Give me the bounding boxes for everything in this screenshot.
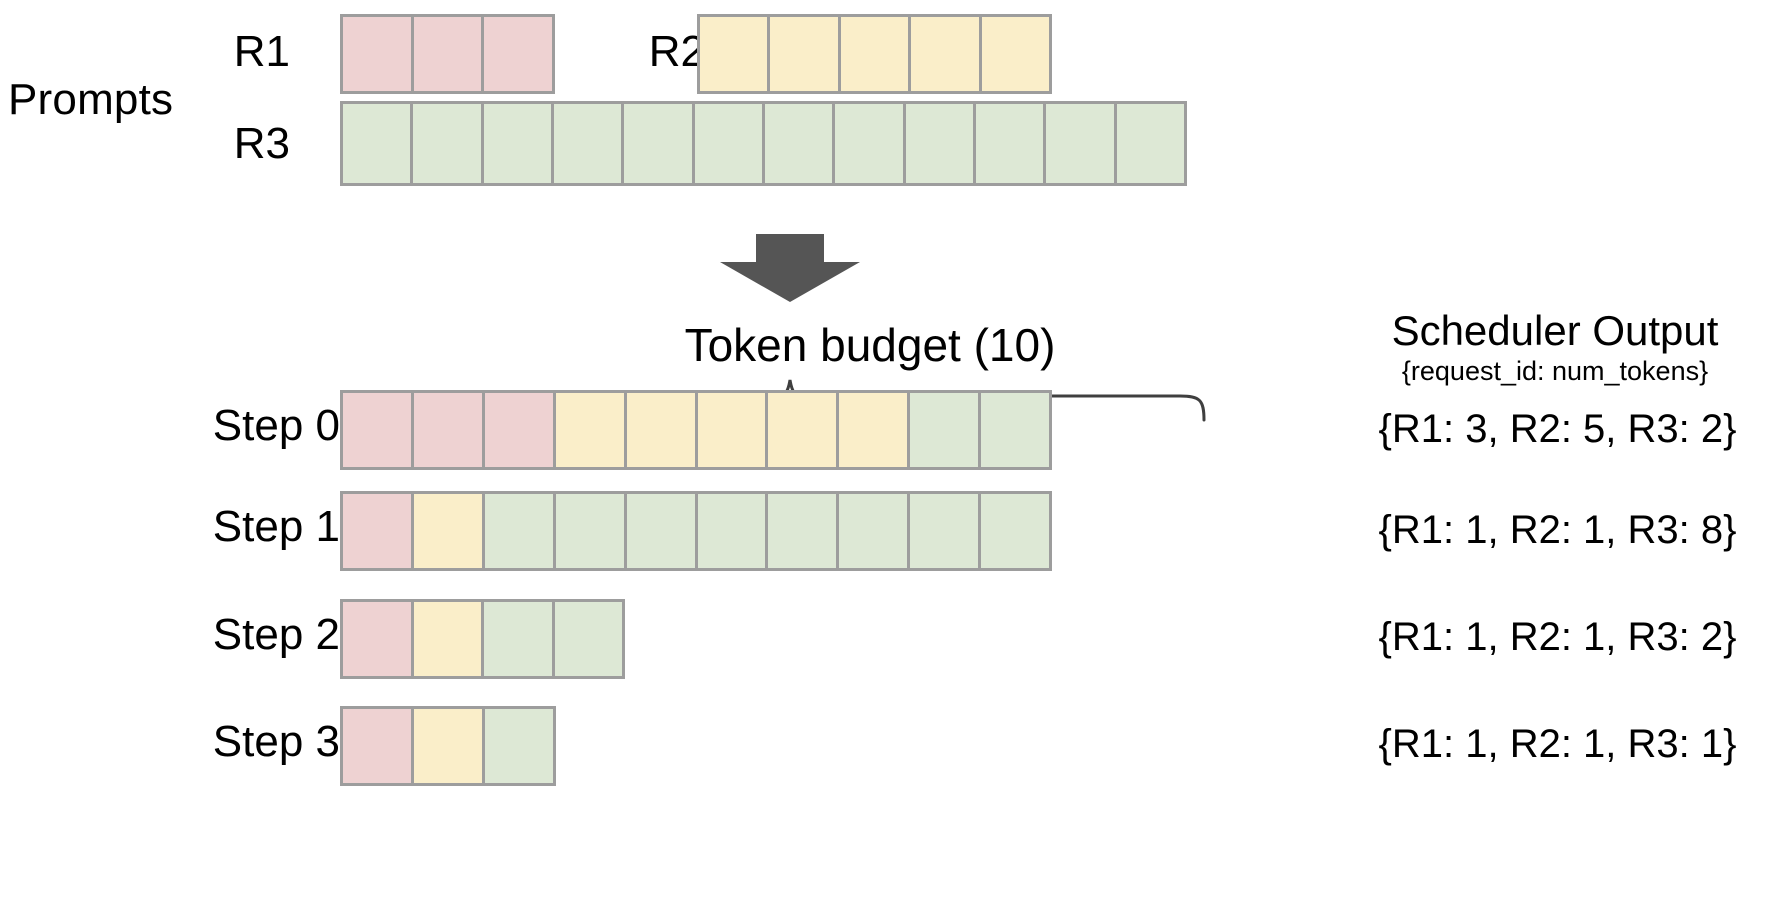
token-cell (981, 17, 1050, 91)
token-cell (975, 104, 1047, 183)
token-cell (835, 104, 906, 183)
token-cell (484, 602, 555, 676)
token-cell (624, 104, 695, 183)
token-cell (413, 494, 485, 568)
step-label-2: Step 2 (212, 610, 340, 659)
token-cell (697, 494, 769, 568)
prompt-strip-r2 (697, 14, 1052, 94)
scheduler-output-line-1: {R1: 1, R2: 1, R3: 8} (1378, 508, 1737, 552)
down-arrow-icon (720, 234, 860, 302)
step-label-0: Step 0 (212, 401, 340, 450)
token-cell (553, 104, 625, 183)
token-cell (626, 393, 698, 467)
prompt-strip-r1 (340, 14, 555, 94)
scheduler-output-title: Scheduler Output (1391, 307, 1719, 354)
token-cell (981, 494, 1050, 568)
token-cell (483, 104, 554, 183)
step-strip-0 (340, 390, 1052, 470)
token-cell (343, 709, 414, 783)
token-cell (343, 104, 414, 183)
prompt-row-label-r3: R3 (233, 119, 290, 168)
token-cell (981, 393, 1050, 467)
prompt-strip-r3 (340, 101, 1187, 186)
scheduler-output-line-2: {R1: 1, R2: 1, R3: 2} (1378, 615, 1737, 659)
token-cell (413, 104, 484, 183)
step-strip-3 (340, 706, 556, 786)
token-cell (910, 393, 982, 467)
token-cell (413, 393, 485, 467)
token-cell (910, 494, 982, 568)
token-cell (484, 17, 553, 91)
step-label-3: Step 3 (212, 717, 340, 766)
token-cell (555, 393, 627, 467)
token-cell (484, 494, 556, 568)
token-cell (554, 602, 622, 676)
token-cell (694, 104, 765, 183)
token-cell (764, 104, 836, 183)
token-cell (484, 393, 556, 467)
token-cell (770, 17, 841, 91)
token-cell (413, 602, 484, 676)
step-strip-2 (340, 599, 625, 679)
flow-arrow (700, 234, 880, 304)
token-cell (839, 393, 911, 467)
token-budget-title: Token budget (10) (684, 319, 1056, 371)
token-cell (343, 494, 414, 568)
token-cell (413, 17, 485, 91)
token-cell (343, 602, 414, 676)
token-cell (626, 494, 698, 568)
token-cell (343, 393, 414, 467)
scheduler-output-line-0: {R1: 3, R2: 5, R3: 2} (1378, 407, 1737, 451)
scheduler-output-line-3: {R1: 1, R2: 1, R3: 1} (1378, 722, 1737, 766)
token-cell (697, 393, 769, 467)
token-cell (414, 709, 485, 783)
token-cell (343, 17, 414, 91)
scheduler-output-subtitle: {request_id: num_tokens} (1401, 356, 1709, 386)
token-cell (700, 17, 771, 91)
token-cell (840, 17, 912, 91)
token-cell (555, 494, 627, 568)
step-label-1: Step 1 (212, 502, 340, 551)
token-cell (911, 17, 982, 91)
token-cell (905, 104, 976, 183)
prompt-row-label-r2: R2 (648, 27, 705, 76)
token-cell (839, 494, 911, 568)
prompt-row-label-r1: R1 (233, 27, 290, 76)
token-cell (1046, 104, 1117, 183)
token-cell (768, 494, 840, 568)
step-strip-1 (340, 491, 1052, 571)
token-cell (485, 709, 553, 783)
token-cell (768, 393, 840, 467)
prompts-section-label: Prompts (8, 75, 174, 124)
token-cell (1116, 104, 1184, 183)
